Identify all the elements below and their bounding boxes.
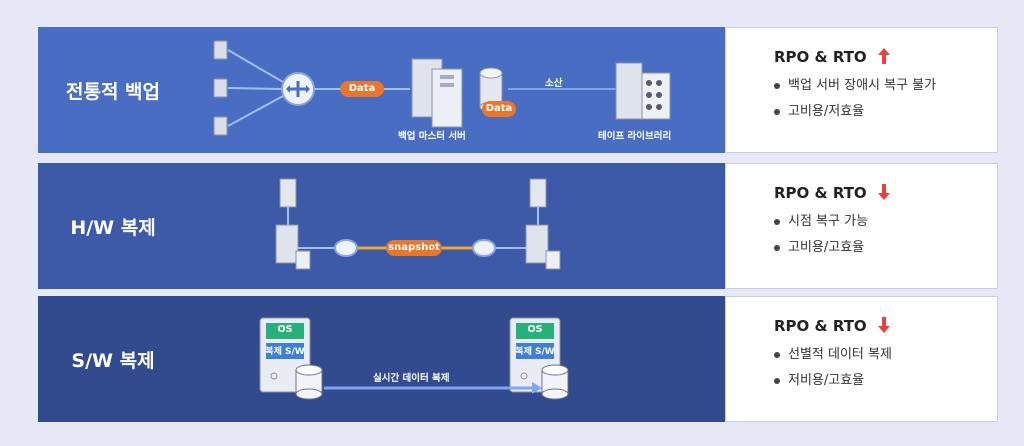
bullet-list: 백업 서버 장애시 복구 불가 고비용/저효율	[774, 76, 936, 128]
server-icon	[525, 178, 561, 270]
data-badge: Data	[340, 81, 384, 97]
panel-heading: RPO & RTO	[774, 48, 890, 66]
row-title: S/W 복제	[71, 349, 155, 372]
os-label: OS	[527, 324, 543, 335]
master-server-label: 백업 마스터 서버	[398, 131, 466, 142]
replication-sw-label: 복제 S/W	[265, 347, 305, 357]
data-badge: Data	[482, 101, 516, 117]
sw-replication-diagram	[259, 317, 569, 400]
rpo-rto-panel: RPO & RTO 시점 복구 가능 고비용/고효율	[725, 163, 998, 289]
band-hw-replication	[38, 163, 763, 289]
database-icon	[295, 364, 323, 400]
bullet-item: 저비용/고효율	[774, 371, 892, 397]
rpo-rto-panel: RPO & RTO 선별적 데이터 복제 저비용/고효율	[725, 296, 998, 422]
router-icon	[281, 72, 315, 106]
panel-heading: RPO & RTO	[774, 317, 890, 335]
os-label: OS	[277, 324, 293, 335]
arrow-up-icon	[877, 48, 890, 64]
master-server-icon	[411, 58, 463, 128]
arrow-down-icon	[877, 317, 890, 333]
row-title: 전통적 백업	[65, 80, 160, 103]
traditional-backup-diagram	[213, 40, 671, 136]
row-hw-replication: H/W 복제 snapshot RPO & RTO 시점	[38, 163, 998, 289]
row-sw-replication: S/W 복제 OS 복제 S/W OS 복제 S/W 실시간 데이터	[38, 296, 998, 422]
bullet-item: 고비용/고효율	[774, 238, 868, 264]
switch-icon	[334, 239, 358, 257]
client-server-icon	[213, 40, 228, 136]
tape-library-icon	[615, 62, 671, 120]
bullet-item: 백업 서버 장애시 복구 불가	[774, 76, 936, 102]
hw-replication-diagram	[275, 178, 561, 270]
panel-heading: RPO & RTO	[774, 184, 890, 202]
arrow-down-icon	[877, 184, 890, 200]
switch-icon	[472, 239, 496, 257]
band-sw-replication	[38, 296, 763, 422]
transfer-label: 소산	[545, 78, 563, 89]
row-traditional-backup: 전통적 백업	[38, 27, 998, 153]
transfer-label: 실시간 데이터 복제	[373, 373, 450, 384]
rpo-rto-panel: RPO & RTO 백업 서버 장애시 복구 불가 고비용/저효율	[725, 27, 998, 153]
bullet-item: 시점 복구 가능	[774, 212, 868, 238]
bullet-list: 선별적 데이터 복제 저비용/고효율	[774, 345, 892, 397]
snapshot-badge: snapshot	[386, 240, 442, 256]
bullet-list: 시점 복구 가능 고비용/고효율	[774, 212, 868, 264]
replication-sw-label: 복제 S/W	[515, 347, 555, 357]
tape-library-label: 테이프 라이브러리	[598, 131, 672, 142]
server-icon	[275, 178, 311, 270]
row-title: H/W 복제	[70, 216, 156, 239]
bullet-item: 고비용/저효율	[774, 102, 936, 128]
bullet-item: 선별적 데이터 복제	[774, 345, 892, 371]
database-icon	[541, 364, 569, 400]
